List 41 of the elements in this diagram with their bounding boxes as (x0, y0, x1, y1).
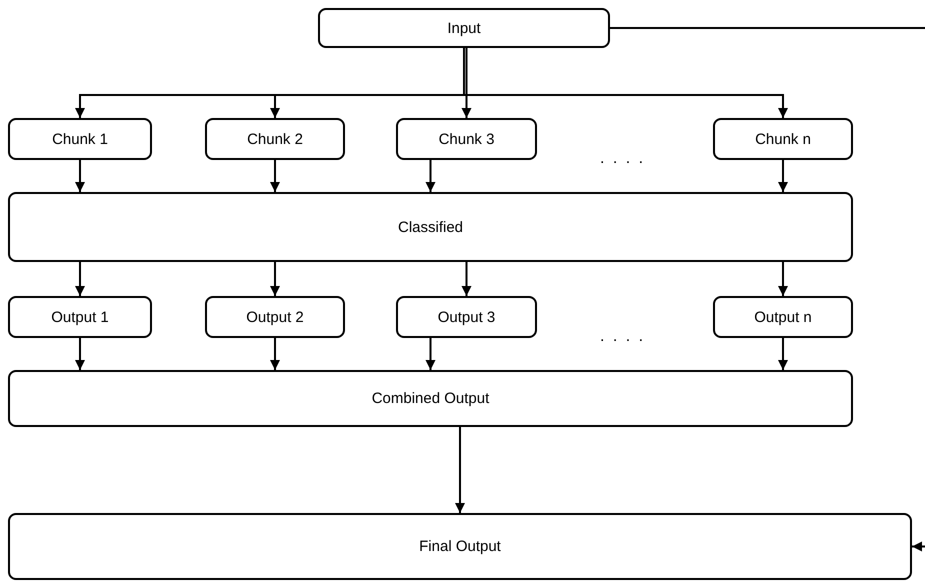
arrow (455, 427, 465, 513)
arrow (75, 262, 85, 296)
node-label: Combined Output (372, 390, 490, 407)
node-label: Chunk 3 (438, 130, 494, 148)
node-label: Chunk n (755, 130, 811, 148)
arrow (778, 338, 788, 370)
node-label: Input (447, 20, 481, 36)
arrow (270, 160, 280, 192)
process-box (8, 296, 152, 338)
ellipsis-text: . . . . (600, 150, 646, 168)
node-label: Classified (398, 218, 464, 236)
node-label: Final Output (419, 538, 501, 555)
node-label: Output 2 (246, 308, 304, 326)
process-box (318, 8, 610, 48)
arrow (778, 262, 788, 296)
node-label: Output 1 (51, 308, 109, 326)
ellipsis-text: . . . . (600, 328, 646, 346)
arrow (610, 27, 925, 552)
process-box (396, 118, 537, 160)
node-label: Chunk 2 (247, 130, 303, 148)
node-label: Output 3 (438, 308, 496, 326)
arrow (426, 160, 436, 192)
process-box (205, 118, 345, 160)
arrow (270, 262, 280, 296)
process-box (205, 296, 345, 338)
process-box (8, 118, 152, 160)
process-box (396, 296, 537, 338)
process-bar (8, 513, 912, 580)
arrow (462, 48, 472, 118)
arrow (270, 338, 280, 370)
process-bar (8, 192, 853, 262)
node-label: Chunk 1 (52, 130, 108, 148)
arrow (75, 160, 85, 192)
process-box (713, 296, 853, 338)
node-label: Output n (754, 308, 812, 326)
arrow (778, 160, 788, 192)
arrow (426, 338, 436, 370)
process-bar (8, 370, 853, 427)
arrow (462, 262, 472, 296)
arrow (75, 338, 85, 370)
process-box (713, 118, 853, 160)
